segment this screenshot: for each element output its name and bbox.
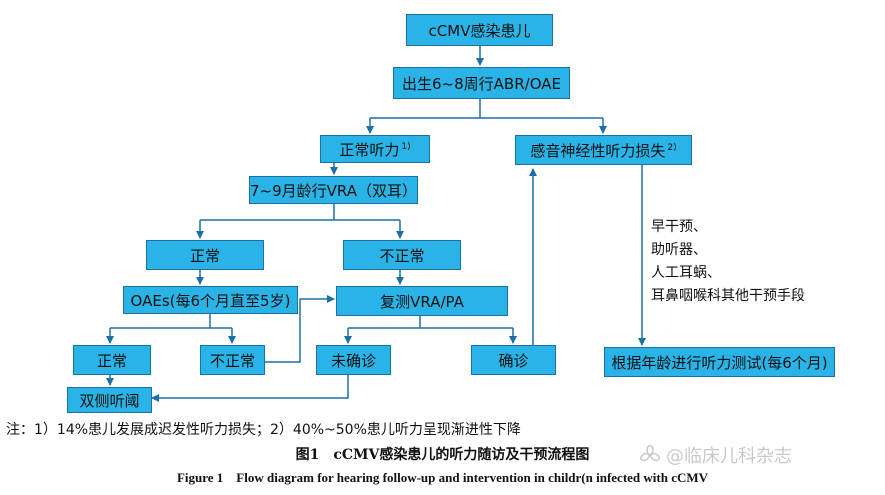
age-test-node: 根据年龄进行听力测试(每6个月) [604, 347, 835, 377]
figure-caption-cn: 图1 cCMV感染患儿的听力随访及干预流程图 [295, 447, 590, 463]
unconfirmed-node: 未确诊 [316, 345, 391, 375]
bilateral-threshold-node: 双侧听阈 [67, 387, 152, 413]
normal-hearing-footnote: 1) [401, 142, 411, 152]
normal-label: 正常 [189, 246, 220, 265]
birth-test-node: 出生6~8周行ABR/OAE [393, 67, 570, 99]
unconfirmed-label: 未确诊 [330, 351, 376, 370]
oaes-node: OAEs(每6个月直至5岁) [123, 286, 298, 314]
bilateral-threshold-label: 双侧听阈 [79, 391, 140, 410]
snhl-label: 感音神经性听力损失 [530, 141, 666, 160]
confirmed-label: 确诊 [498, 351, 529, 370]
abnormal2-label: 不正常 [209, 351, 255, 370]
abnormal-node: 不正常 [343, 240, 461, 270]
retest-label: 复测VRA/PA [380, 292, 464, 311]
watermark: @临床儿科杂志 [640, 442, 792, 468]
abnormal2-node: 不正常 [200, 345, 265, 375]
normal-hearing-label: 正常听力 [339, 140, 400, 159]
normal2-node: 正常 [73, 345, 151, 375]
normal-node: 正常 [146, 240, 264, 270]
vra-node: 7~9月龄行VRA（双耳） [249, 176, 418, 204]
figure-caption-en: Figure 1 Flow diagram for hearing follow… [176, 470, 709, 485]
flower-logo-icon [640, 445, 660, 462]
age-test-label: 根据年龄进行听力测试(每6个月) [611, 353, 828, 372]
snhl-footnote: 2) [667, 143, 677, 153]
normal2-label: 正常 [96, 351, 127, 370]
abnormal-label: 不正常 [379, 246, 425, 265]
intervention-list: 早干预、 助听器、 人工耳蜗、 耳鼻咽喉科其他干预手段 [651, 216, 805, 308]
intervention-item: 人工耳蜗、 [651, 265, 721, 281]
intervention-item: 助听器、 [651, 242, 707, 258]
watermark-text: @临床儿科杂志 [666, 446, 792, 467]
intervention-item: 耳鼻咽喉科其他干预手段 [651, 288, 805, 304]
ccmv-label: cCMV感染患儿 [428, 21, 531, 40]
intervention-item: 早干预、 [651, 219, 707, 235]
oaes-label: OAEs(每6个月直至5岁) [130, 291, 291, 310]
retest-node: 复测VRA/PA [336, 286, 508, 316]
ccmv-node: cCMV感染患儿 [406, 14, 553, 46]
footnote: 注：1）14%患儿发展成迟发性听力损失；2）40%~50%患儿听力呈现渐进性下降 [6, 422, 521, 438]
confirmed-node: 确诊 [471, 345, 556, 375]
vra-label: 7~9月龄行VRA（双耳） [250, 181, 417, 200]
birth-test-label: 出生6~8周行ABR/OAE [402, 74, 561, 93]
